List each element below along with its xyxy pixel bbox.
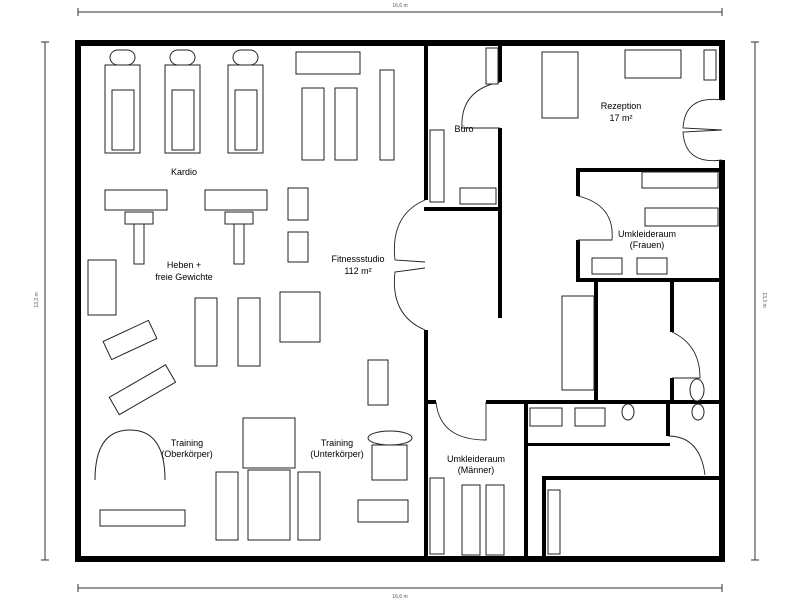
sink <box>529 407 563 427</box>
dimension-left-label: 13,3 m <box>34 292 40 307</box>
machine <box>108 364 177 416</box>
cabinet <box>703 49 717 81</box>
dumbbell-rack <box>287 231 309 263</box>
bench <box>237 297 261 367</box>
treadmill <box>164 49 201 154</box>
sink <box>574 407 606 427</box>
room-area-rezeption: 17 m² <box>609 113 632 123</box>
walls <box>75 40 725 562</box>
room-label-heben: Heben + <box>167 260 201 270</box>
room-area-fitness: 112 m² <box>344 266 371 276</box>
machine <box>367 359 389 406</box>
room-label-rezeption: Rezeption <box>601 101 642 111</box>
bench <box>215 471 239 541</box>
dimension-right-label: 13,3 m <box>761 292 767 307</box>
bench-press <box>99 509 186 527</box>
room-label-maenner: Umkleideraum <box>447 454 505 464</box>
room-label-ober: Training <box>171 438 203 448</box>
dimension-top: 16,6 m <box>77 3 723 16</box>
sink <box>636 257 668 275</box>
sink <box>591 257 623 275</box>
reception-desk <box>541 51 579 119</box>
room-label-unter-2: (Unterkörper) <box>310 449 364 459</box>
cable-machine <box>94 429 166 481</box>
treadmill <box>104 49 141 154</box>
bench <box>297 471 321 541</box>
dimension-top-label: 16,6 m <box>392 3 407 9</box>
bench <box>334 87 358 161</box>
toilet <box>691 403 705 421</box>
bench <box>485 484 505 556</box>
room-label-buero: Büro <box>454 124 473 134</box>
cabinet <box>485 47 499 85</box>
dimension-bottom-label: 16,6 m <box>392 594 407 600</box>
lockers <box>429 477 445 555</box>
room-label-kardio: Kardio <box>171 167 197 177</box>
treadmill <box>227 49 264 154</box>
machine <box>367 430 413 446</box>
bench <box>644 207 719 227</box>
bench <box>547 489 561 555</box>
room-label-maenner-2: (Männer) <box>458 465 495 475</box>
room-label-fitness: Fitnessstudio <box>331 254 384 264</box>
dumbbells <box>279 291 321 343</box>
leg-press <box>371 444 408 481</box>
squat-rack <box>104 189 168 265</box>
sofa <box>624 49 682 79</box>
multi-station <box>242 417 296 469</box>
squat-rack <box>204 189 268 265</box>
doors <box>393 81 723 476</box>
lockers <box>641 171 719 189</box>
dimension-right: 13,3 m <box>751 41 767 561</box>
desk <box>459 187 497 205</box>
machine <box>357 499 409 523</box>
weight-plates <box>87 259 117 316</box>
bench <box>461 484 481 556</box>
room-labels: Kardio Heben + freie Gewichte Fitnessstu… <box>155 101 676 475</box>
toilet <box>621 403 635 421</box>
machine <box>379 69 395 161</box>
equipment <box>87 47 719 556</box>
room-label-heben-2: freie Gewichte <box>155 272 213 282</box>
bench <box>561 295 595 391</box>
machine <box>102 319 158 361</box>
dimension-left: 13,3 m <box>34 41 49 561</box>
room-label-ober-2: (Oberkörper) <box>161 449 213 459</box>
dumbbell-rack <box>287 187 309 221</box>
dimension-bottom: 16,6 m <box>77 584 723 600</box>
bench <box>301 87 325 161</box>
bench <box>194 297 218 367</box>
toilet <box>689 378 705 402</box>
shelf <box>429 129 445 203</box>
room-label-frauen-2: (Frauen) <box>630 240 665 250</box>
bench <box>295 51 361 75</box>
treadmill <box>247 469 291 541</box>
room-label-unter: Training <box>321 438 353 448</box>
room-label-frauen: Umkleideraum <box>618 229 676 239</box>
